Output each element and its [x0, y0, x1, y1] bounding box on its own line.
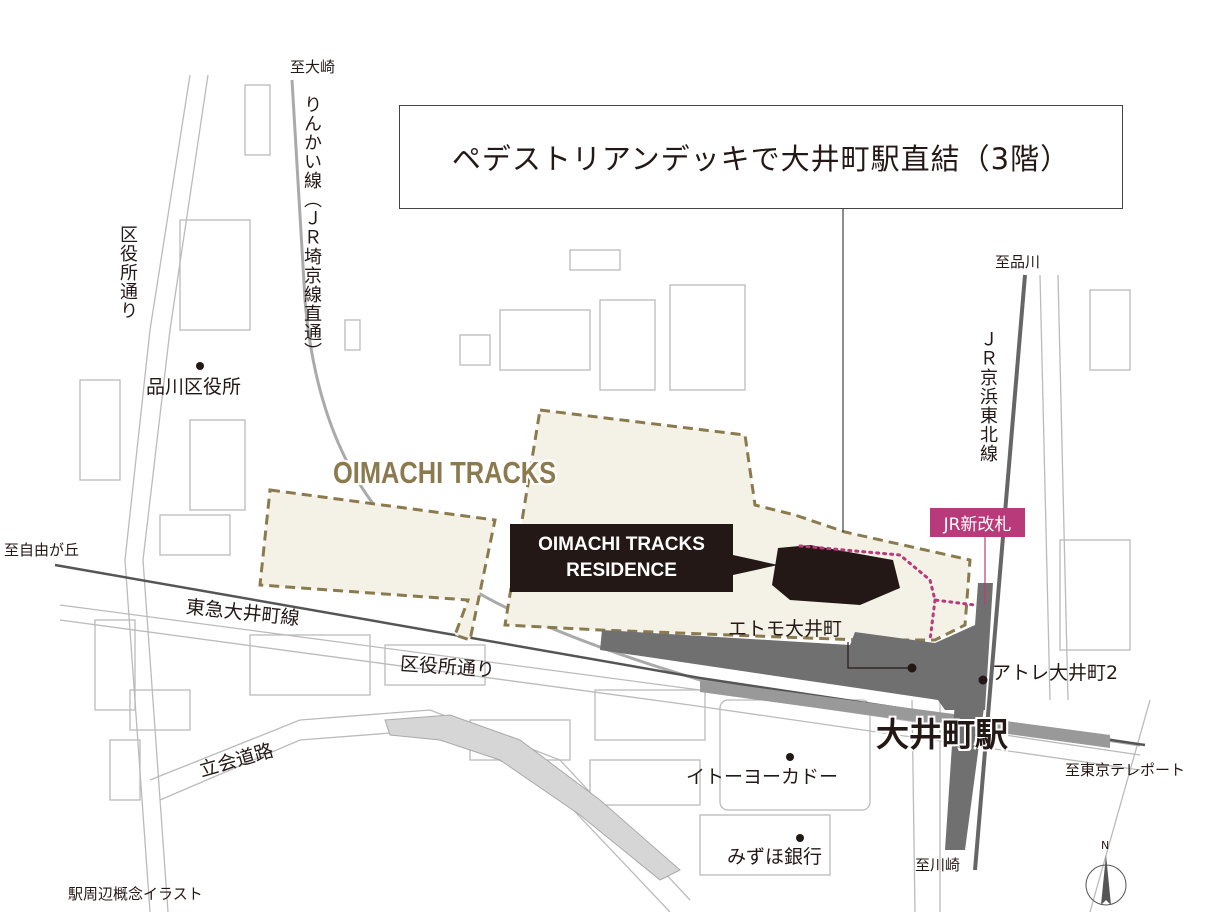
- landmark-mizuho: みずほ銀行: [727, 846, 823, 868]
- compass-north-label: N: [1101, 839, 1110, 852]
- platform: [700, 680, 1110, 748]
- jr-line: [973, 274, 1027, 871]
- project-name: OIMACHI TRACKS: [333, 455, 557, 490]
- rinkai-line-label: りんかい線（ＪＲ埼京線直通）: [301, 95, 322, 361]
- station-deck-south: [945, 700, 985, 850]
- residence-building: [772, 545, 900, 605]
- dir-shinagawa: 至品川: [995, 253, 1041, 271]
- walkway-route: [798, 544, 977, 642]
- road-kuyakusho-vertical: 区役所通り: [117, 225, 138, 320]
- tachiai-greenway: [384, 714, 681, 881]
- landmark-ward-office: 品川区役所: [146, 376, 242, 398]
- dir-teleport: 至東京テレポート: [1065, 761, 1186, 779]
- headline-box: ペデストリアンデッキで大井町駅直結（3階）: [399, 105, 1123, 209]
- dir-jiyugaoka: 至自由が丘: [4, 541, 80, 559]
- dir-osaki: 至大崎: [290, 58, 336, 76]
- residence-line2: RESIDENCE: [566, 560, 677, 581]
- etomo-line: [847, 642, 912, 669]
- landmark-dots: [196, 362, 988, 842]
- residence-pointer: [733, 555, 778, 575]
- dir-kawasaki: 至川崎: [915, 856, 961, 874]
- headline: ペデストリアンデッキで大井町駅直結（3階）: [451, 142, 1071, 176]
- jr-new-gate-label: JR新改札: [930, 508, 1025, 537]
- caption: 駅周辺概念イラスト: [68, 885, 203, 903]
- landmark-atre: アトレ大井町2: [992, 662, 1119, 684]
- landmark-etomo: エトモ大井町: [728, 618, 843, 640]
- station-name: 大井町駅: [876, 715, 1008, 754]
- keihin-line-label: ＪＲ京浜東北線: [977, 330, 998, 463]
- residence-line1: OIMACHI TRACKS: [538, 534, 705, 556]
- compass-icon: [1085, 855, 1127, 906]
- station-deck: [600, 583, 993, 710]
- site-west: [258, 488, 497, 642]
- residence-label: OIMACHI TRACKS RESIDENCE: [510, 524, 733, 592]
- landmark-ito-yokado: イトーヨーカドー: [686, 766, 839, 788]
